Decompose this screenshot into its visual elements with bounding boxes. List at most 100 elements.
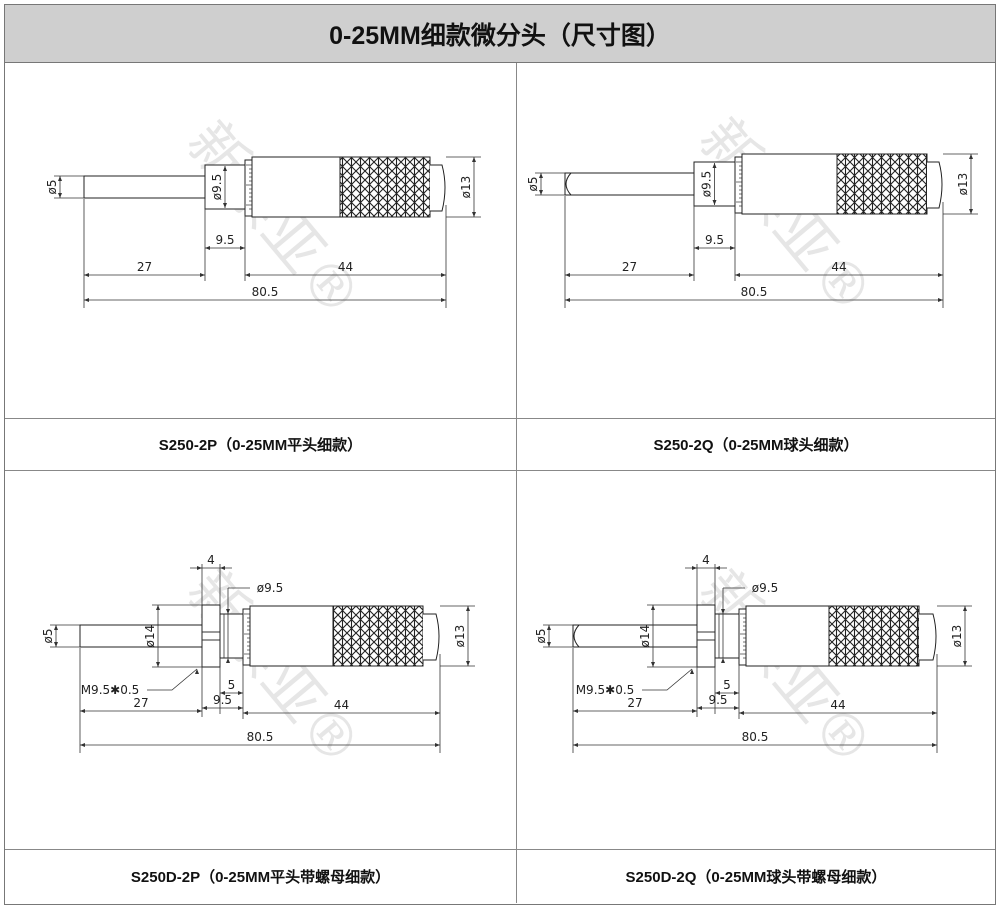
dim-nut-diameter-label: ø14 xyxy=(143,625,157,648)
dimension-arrow xyxy=(84,273,89,277)
dimension-arrow xyxy=(84,298,89,302)
dim-stem-diameter-label: ø5 xyxy=(45,180,59,195)
dimension-arrow xyxy=(694,246,699,250)
dimension-arrow xyxy=(734,691,739,695)
dimension-arrow xyxy=(435,711,440,715)
dimension-arrow xyxy=(58,193,62,198)
dimension-arrow xyxy=(721,609,725,614)
dimension-arrow xyxy=(651,605,655,610)
dimension-arrow xyxy=(690,669,694,674)
spindle xyxy=(572,624,698,648)
dimension-arrow xyxy=(54,642,58,647)
dimension-arrow xyxy=(692,566,697,570)
dimension-arrow xyxy=(223,166,227,171)
thread-leader xyxy=(147,668,198,691)
dim-stem-length-label: 27 xyxy=(137,260,152,274)
dimension-arrow xyxy=(435,743,440,747)
dimension-arrow xyxy=(220,566,225,570)
ball-tip xyxy=(573,624,580,648)
dim-stem-diameter-label: ø5 xyxy=(534,629,548,644)
spindle xyxy=(79,624,203,648)
dim-collar-length-label: 9.5 xyxy=(213,693,232,707)
dimension-arrow xyxy=(156,662,160,667)
dim-nut-width-label: 4 xyxy=(207,553,215,567)
dimension-arrow xyxy=(220,691,225,695)
dimension-arrow xyxy=(547,642,551,647)
dimension-arrow xyxy=(205,246,210,250)
dimension-arrow xyxy=(932,743,937,747)
dimension-arrow xyxy=(58,176,62,181)
scale-ring xyxy=(242,608,251,666)
dimension-arrow xyxy=(472,212,476,217)
dimension-arrow xyxy=(472,157,476,162)
sleeve xyxy=(249,605,334,667)
thread-spec-label: M9.5✱0.5 xyxy=(81,683,140,697)
dim-stem-length-label: 27 xyxy=(133,696,148,710)
ratchet-cap xyxy=(927,161,943,209)
dimension-arrow xyxy=(539,190,543,195)
dimension-arrow xyxy=(565,273,570,277)
spindle xyxy=(83,175,206,199)
lock-nut xyxy=(201,604,221,668)
dimension-arrow xyxy=(547,625,551,630)
dimension-arrow xyxy=(466,606,470,611)
dimension-arrow xyxy=(573,709,578,713)
lock-nut xyxy=(696,604,716,668)
dim-body-length-label: 44 xyxy=(831,260,846,274)
mounting-collar xyxy=(219,613,244,659)
sleeve xyxy=(251,156,341,218)
dimension-arrow xyxy=(200,273,205,277)
sleeve xyxy=(745,605,830,667)
dimension-arrow xyxy=(692,709,697,713)
dimension-arrow xyxy=(238,706,243,710)
dimension-arrow xyxy=(938,298,943,302)
dimension-arrow xyxy=(240,246,245,250)
dimension-arrow xyxy=(54,625,58,630)
dim-nut-width-label: 4 xyxy=(702,553,710,567)
dimension-arrow xyxy=(202,706,207,710)
dim-collar-diameter-label: ø9.5 xyxy=(700,171,714,197)
caption-s250d-2p: S250D-2P（0-25MM平头带螺母细款） xyxy=(5,850,517,903)
dim-collar-length-label: 9.5 xyxy=(708,693,727,707)
sleeve xyxy=(741,153,838,215)
dim-total-length-label: 80.5 xyxy=(741,285,768,299)
dimension-arrow xyxy=(963,606,967,611)
dim-total-length-label: 80.5 xyxy=(742,730,769,744)
knurled-thimble xyxy=(828,605,920,667)
dimension-arrow xyxy=(223,203,227,208)
ratchet-cap xyxy=(919,613,937,661)
watermark: 新崇亚® xyxy=(686,558,887,779)
dimension-arrow xyxy=(689,273,694,277)
dimension-arrow xyxy=(651,662,655,667)
dim-thread-length-label: 5 xyxy=(723,678,731,692)
dim-body-length-label: 44 xyxy=(338,260,353,274)
caption-s250d-2q: S250D-2Q（0-25MM球头带螺母细款） xyxy=(625,869,887,886)
knurled-thimble xyxy=(836,153,928,215)
dim-collar-length-label: 9.5 xyxy=(705,233,724,247)
dimension-arrow xyxy=(715,691,720,695)
dim-collar-diameter-label: ø9.5 xyxy=(210,174,224,200)
watermark: 新崇亚® xyxy=(686,106,887,327)
mounting-collar xyxy=(714,613,740,659)
dim-body-diameter-label: ø13 xyxy=(459,176,473,199)
dimension-arrow xyxy=(197,566,202,570)
dim-thread-length-label: 5 xyxy=(228,678,236,692)
dimension-arrow xyxy=(712,163,717,168)
dimension-arrow xyxy=(969,209,973,214)
dimension-arrow xyxy=(938,273,943,277)
dimension-arrow xyxy=(245,273,250,277)
caption-s250-2q: S250-2Q（0-25MM球头细款） xyxy=(517,419,995,471)
dim-collar-diameter-label: ø9.5 xyxy=(752,581,778,595)
dimension-arrow xyxy=(969,154,973,159)
page-title: 0-25MM细款微分头（尺寸图） xyxy=(5,5,995,63)
dim-stem-diameter-label: ø5 xyxy=(526,177,540,192)
dimension-arrow xyxy=(466,661,470,666)
dimension-arrow xyxy=(226,609,230,614)
dim-body-diameter-label: ø13 xyxy=(453,625,467,648)
